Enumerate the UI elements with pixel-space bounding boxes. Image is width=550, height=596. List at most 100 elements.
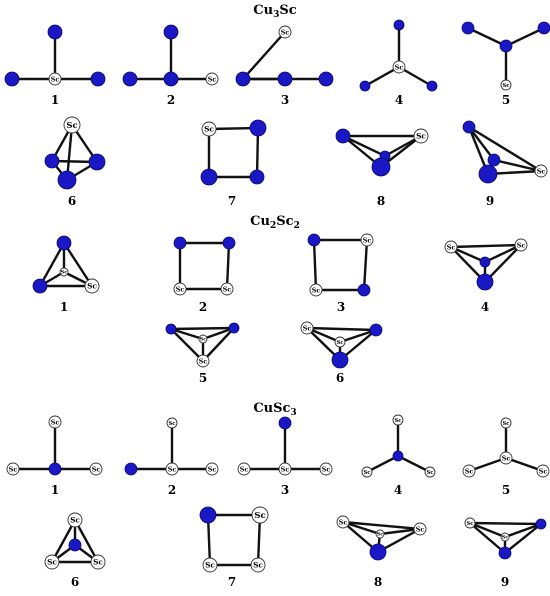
cu-atom <box>318 71 334 87</box>
sc-atom <box>424 466 436 478</box>
structure-2: Sc2 <box>122 24 219 107</box>
sc-atom-label: Sc <box>223 286 232 293</box>
bond <box>169 327 205 363</box>
structure-number: 4 <box>395 93 403 107</box>
sc-atom <box>462 464 476 478</box>
sc-atom <box>392 60 406 74</box>
cu-atom <box>357 283 371 297</box>
sc-atom <box>309 283 323 297</box>
cu-atom <box>476 273 494 291</box>
sc-atom <box>173 282 187 296</box>
cu-atom <box>307 233 321 247</box>
cu-atom <box>278 416 292 430</box>
structure-number: 9 <box>501 575 509 589</box>
sc-atom-label: Sc <box>176 286 185 293</box>
bond <box>396 454 432 474</box>
sc-atom <box>536 464 550 478</box>
sc-atom-label: Sc <box>465 468 474 475</box>
cu-atom <box>163 71 179 87</box>
sc-atom <box>202 557 218 573</box>
sc-atom-label: Sc <box>427 470 434 476</box>
sc-atom-label: Sc <box>303 325 312 332</box>
bond <box>169 326 236 331</box>
sc-atom <box>375 529 385 539</box>
structure-number: 2 <box>168 483 176 497</box>
structure-9: Sc9 <box>462 120 548 208</box>
cu-atom <box>369 323 383 337</box>
structure-8: Sc8 <box>335 128 429 208</box>
bond <box>449 243 523 249</box>
cu-atom <box>392 450 404 462</box>
structure-number: 2 <box>199 300 207 314</box>
sc-atom-label: Sc <box>502 455 511 462</box>
sc-atom-label: Sc <box>395 418 402 424</box>
sc-atom <box>500 79 512 91</box>
bond <box>241 30 287 81</box>
bond <box>378 527 422 536</box>
sc-atom <box>514 238 528 252</box>
bond <box>341 520 382 536</box>
cu-atom <box>47 24 63 40</box>
bond <box>73 518 100 564</box>
cu-atom <box>498 546 512 560</box>
sc-atom-label: Sc <box>539 468 548 475</box>
structure-3: Sc3 <box>235 25 334 107</box>
sc-atom <box>63 116 81 134</box>
sc-atom <box>48 415 62 429</box>
structure-1: Sc1 <box>4 24 106 107</box>
bond <box>50 518 77 564</box>
sc-atom-label: Sc <box>92 466 101 473</box>
sc-atom-label: Sc <box>168 466 177 473</box>
cu-atom <box>331 351 349 369</box>
sc-atom-label: Sc <box>337 340 344 346</box>
cu-atom <box>393 19 405 31</box>
sc-atom <box>44 554 60 570</box>
structure-number: 5 <box>199 371 207 385</box>
cu-atom <box>32 278 48 294</box>
cu-atom <box>200 168 218 186</box>
sc-atom-label: Sc <box>281 466 290 473</box>
structure-number: 1 <box>51 483 59 497</box>
sc-atom <box>165 462 179 476</box>
sc-atom-label: Sc <box>200 337 207 343</box>
sc-atom <box>334 336 346 348</box>
bond <box>467 456 508 473</box>
sc-atom-label: Sc <box>93 558 103 567</box>
sc-atom <box>319 462 333 476</box>
sc-atom-label: Sc <box>447 244 456 251</box>
section-title: Cu3Sc <box>253 3 296 20</box>
bond <box>341 520 422 531</box>
sc-atom <box>278 462 292 476</box>
sc-atom <box>360 233 374 247</box>
sc-atom-label: Sc <box>339 519 348 526</box>
bond <box>201 326 236 363</box>
bond <box>305 326 378 332</box>
sc-atom <box>250 557 266 573</box>
sc-atom <box>205 462 219 476</box>
structure-number: 4 <box>481 300 489 314</box>
structure-number: 3 <box>337 300 345 314</box>
cu-atom <box>56 235 72 251</box>
bond <box>62 241 94 288</box>
cu-atom <box>124 462 138 476</box>
structure-number: 2 <box>167 93 175 107</box>
bond <box>468 521 507 539</box>
structure-number: 1 <box>51 93 59 107</box>
cu-atom <box>48 462 62 476</box>
sc-atom <box>392 414 404 426</box>
bond <box>492 158 543 173</box>
sc-atom <box>499 451 513 465</box>
cu-atom <box>163 24 179 40</box>
sc-atom-label: Sc <box>467 521 474 527</box>
cu-atom <box>426 80 438 92</box>
cu-atom <box>499 39 513 53</box>
sc-atom-label: Sc <box>537 168 546 175</box>
